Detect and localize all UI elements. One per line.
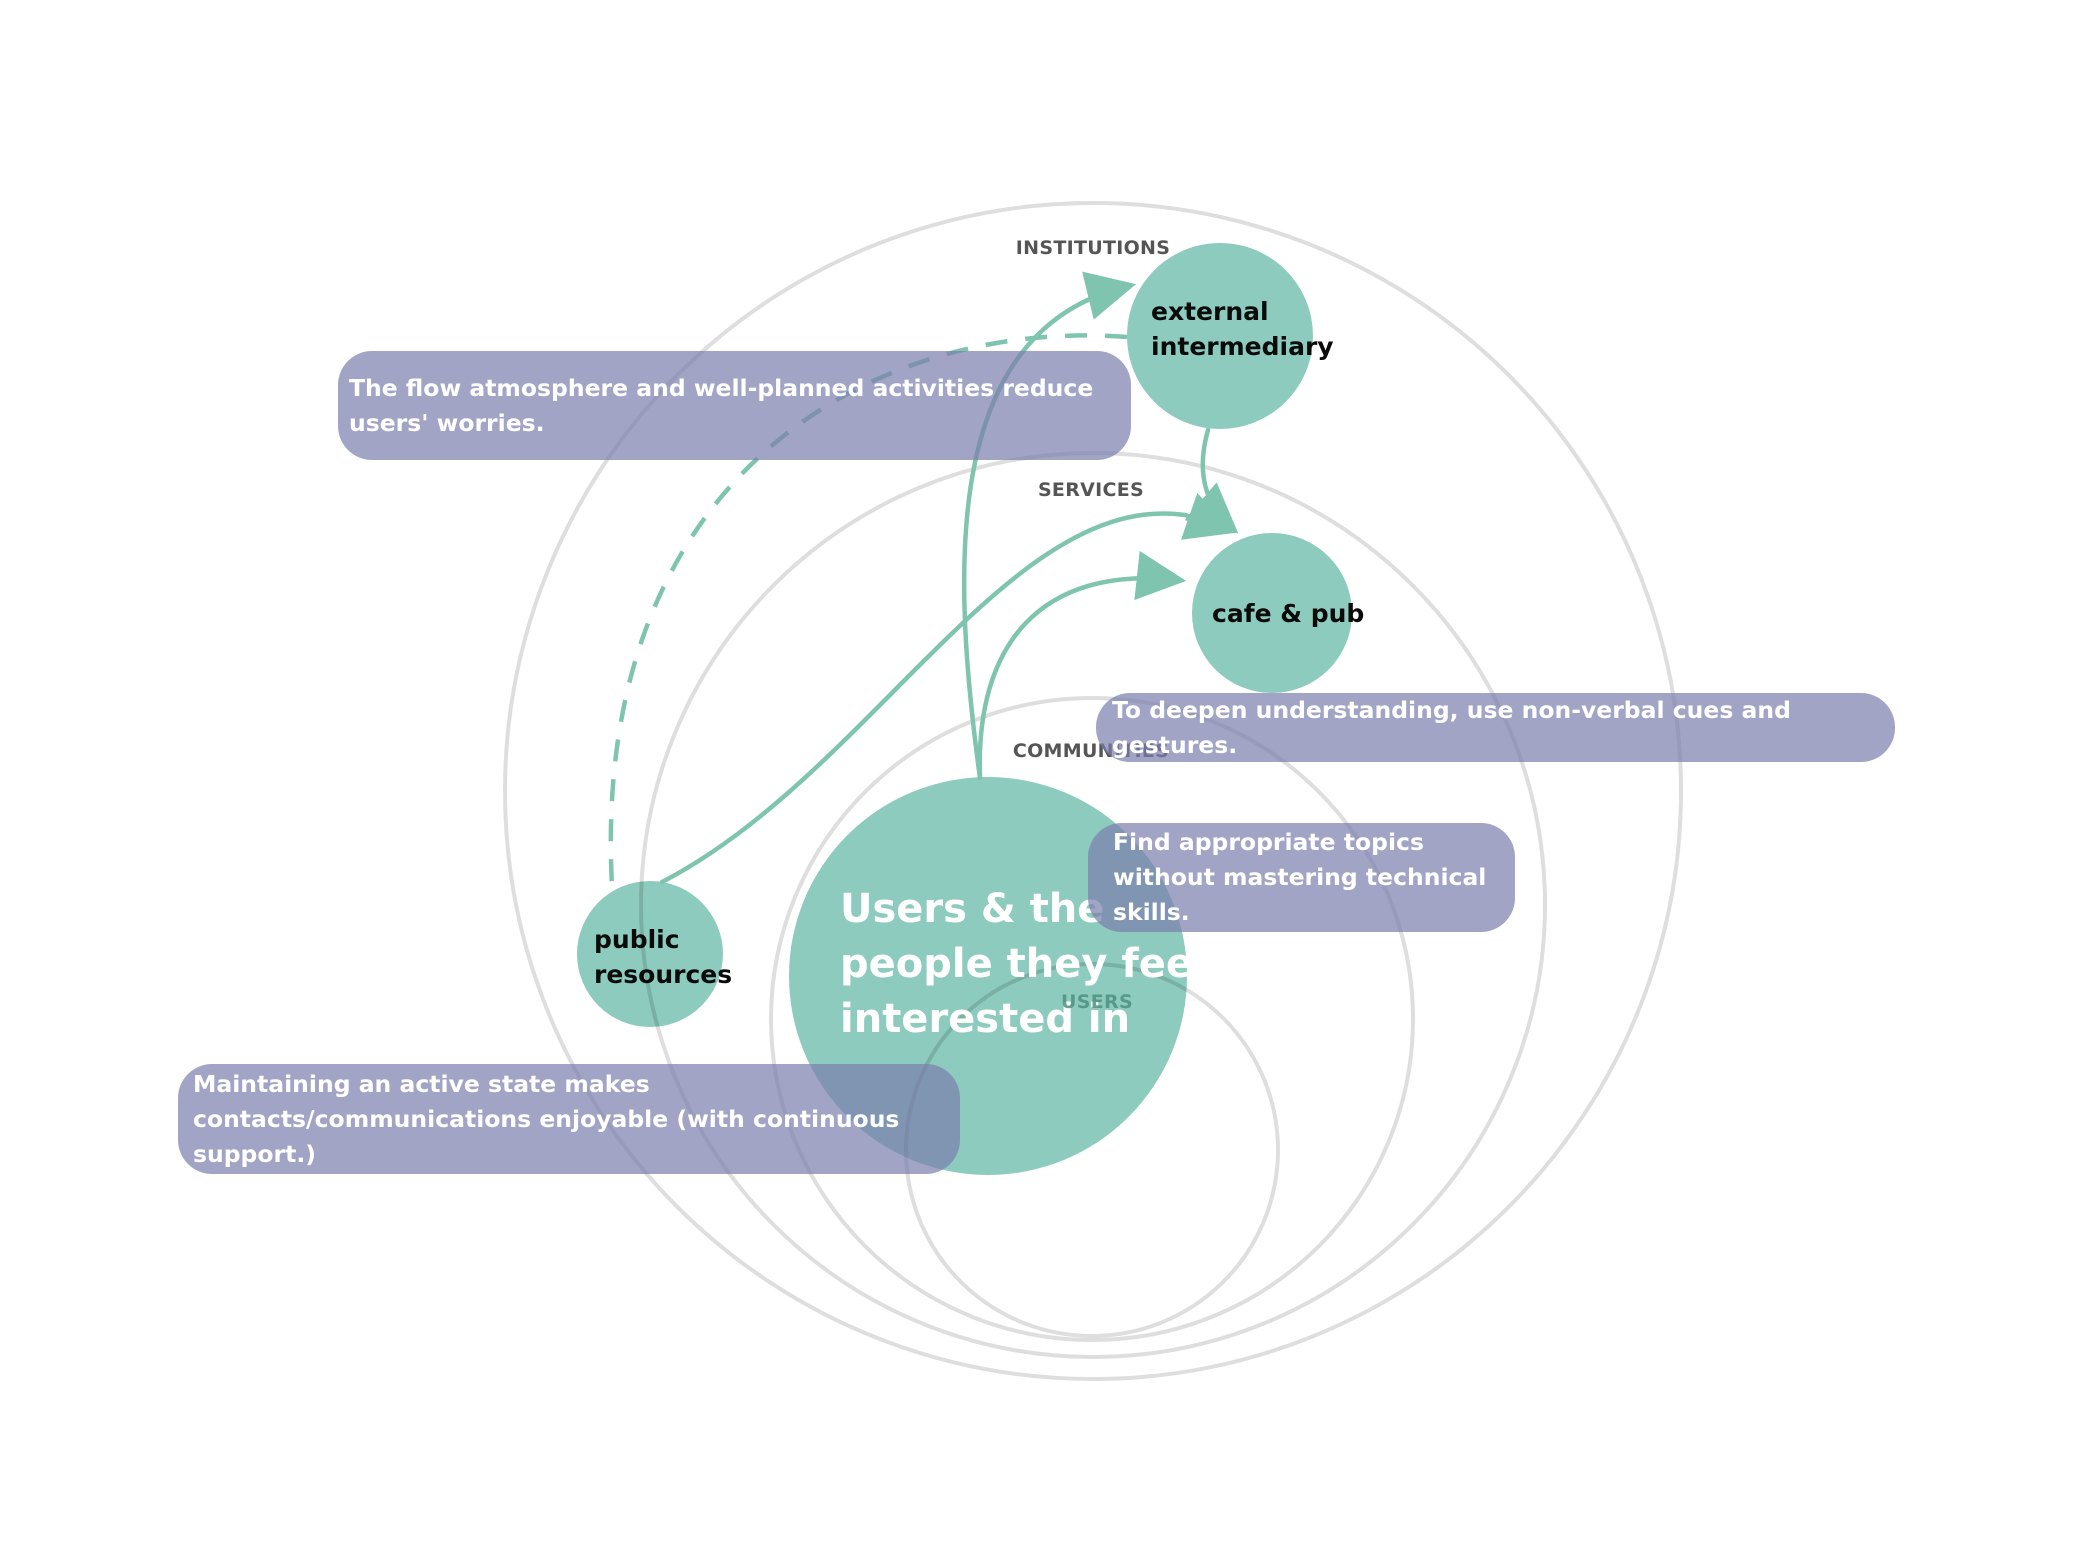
- link-external-to-cafe: [1184, 427, 1239, 534]
- callout-text: Find appropriate topics without masterin…: [1113, 828, 1487, 926]
- callout-text: To deepen understanding, use non-verbal …: [1112, 695, 1791, 759]
- node-label-external: external intermediary: [1151, 297, 1334, 361]
- link-main-to-external: [961, 271, 1137, 781]
- callout-active-state: Maintaining an active state makes contac…: [178, 1064, 960, 1174]
- node-public-resources[interactable]: [577, 881, 723, 1027]
- ring-communities: [769, 696, 1415, 1342]
- ring-label-institutions: INSTITUTIONS: [1016, 237, 1170, 259]
- node-cafe-pub[interactable]: [1192, 533, 1352, 693]
- node-external-intermediary[interactable]: [1127, 243, 1313, 429]
- callout-appropriate-topics: Find appropriate topics without masterin…: [1088, 823, 1515, 932]
- link-main-to-cafe: [977, 550, 1187, 781]
- node-label-cafe: cafe & pub: [1212, 599, 1364, 628]
- callout-non-verbal-cues: To deepen understanding, use non-verbal …: [1096, 693, 1895, 762]
- link-external-to-public: [608, 333, 1128, 887]
- callout-text: The flow atmosphere and well-planned act…: [349, 373, 1094, 437]
- callout-text: Maintaining an active state makes contac…: [193, 1069, 900, 1168]
- node-label-public: public resources: [594, 925, 732, 989]
- callout-flow-atmosphere: The flow atmosphere and well-planned act…: [338, 351, 1131, 460]
- ring-label-users: USERS: [1061, 991, 1133, 1013]
- link-public-to-cafe: [659, 493, 1236, 885]
- node-label-main: Users & the people they feel interested …: [840, 886, 1221, 1042]
- ring-label-services: SERVICES: [1038, 479, 1144, 501]
- ring-institutions: [503, 201, 1683, 1381]
